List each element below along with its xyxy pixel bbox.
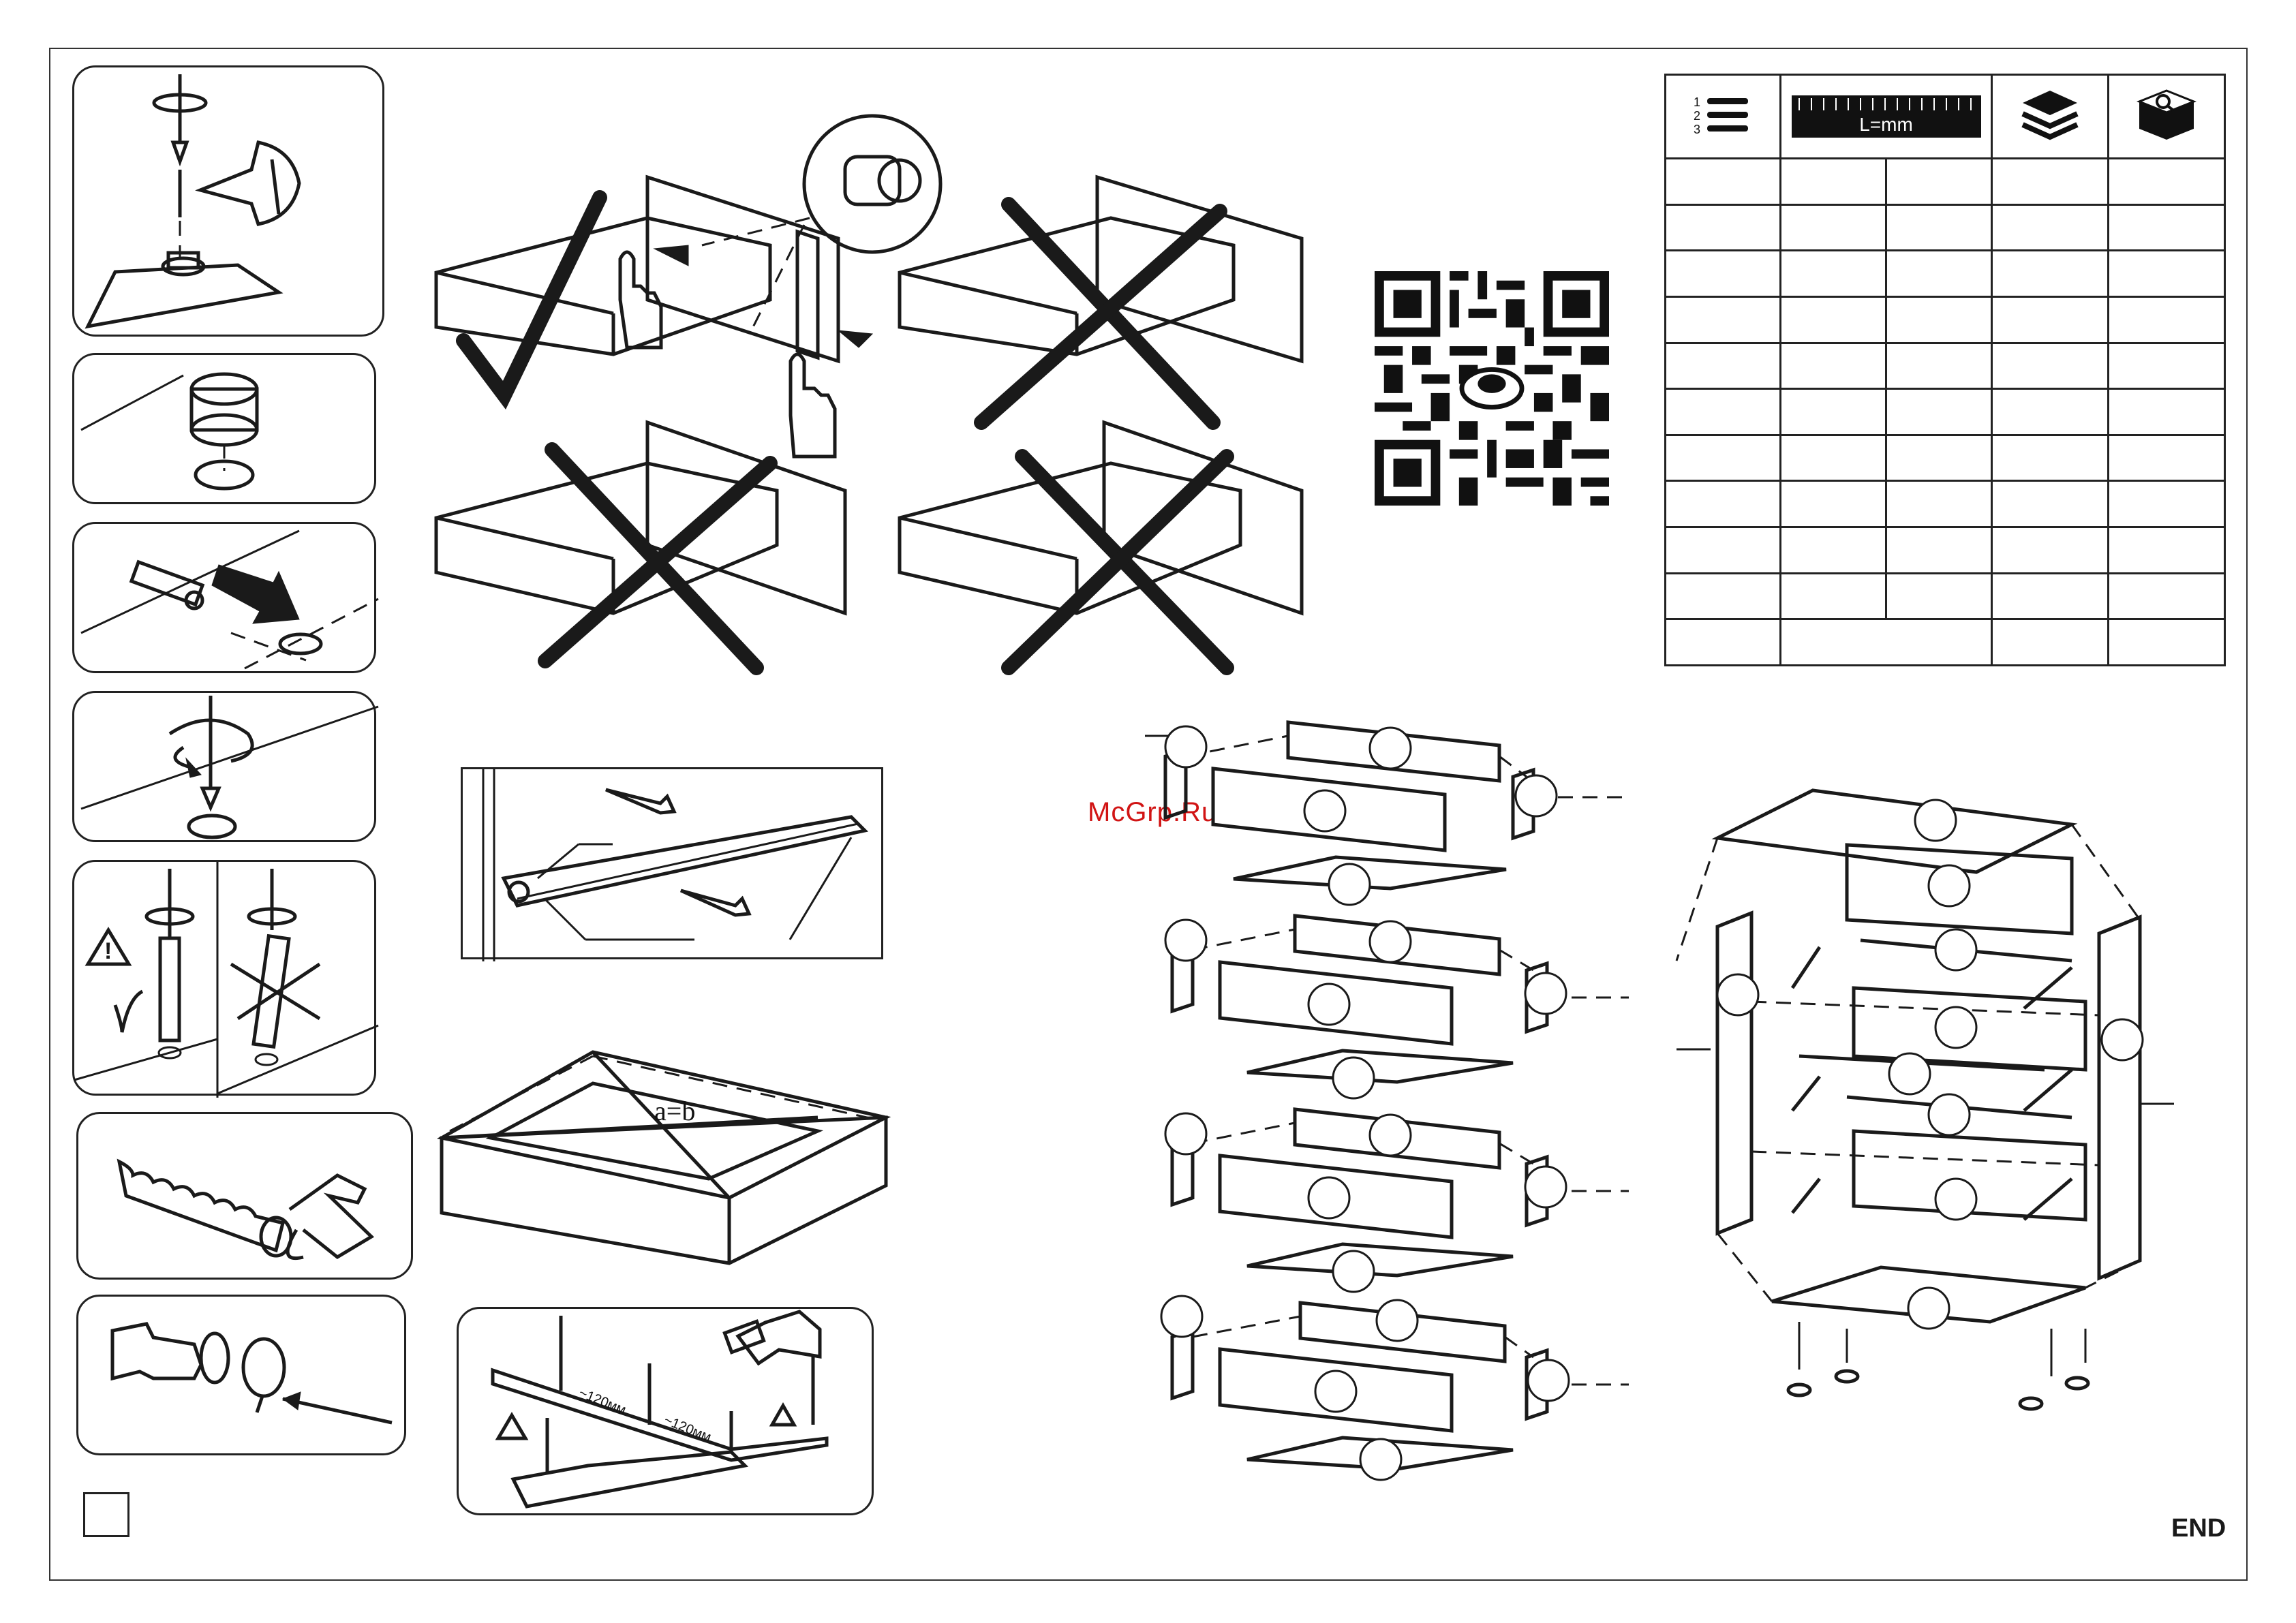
- svg-text:2: 2: [1694, 109, 1700, 123]
- package-search-icon: [2109, 75, 2225, 159]
- qr-code-icon: [1374, 271, 1610, 506]
- parts-table: 1 2 3 L=mm: [1664, 74, 2226, 666]
- wrong-drawer-2: [436, 422, 845, 668]
- step-dowel-panel: [76, 1295, 406, 1455]
- drawer-rail-icon: [463, 769, 885, 961]
- nailing-panel: ~120мм ~120мм: [457, 1307, 874, 1515]
- parts-table-header: 1 2 3 L=mm: [1666, 75, 2225, 159]
- parts-table-row: [1666, 481, 2225, 527]
- parts-table-row: [1666, 435, 2225, 481]
- step-cam-screw-panel: [72, 65, 384, 337]
- cam-orientation-diagram: [436, 109, 1322, 695]
- drawer-exploded-2: [1165, 916, 1629, 1098]
- numbered-list-icon: 1 2 3: [1666, 75, 1781, 159]
- layers-icon: [1992, 75, 2109, 159]
- parts-table-row: [1666, 343, 2225, 389]
- parts-table-row: [1666, 573, 2225, 619]
- allen-key-screw-icon: [78, 1114, 415, 1282]
- svg-text:!: !: [104, 938, 112, 964]
- drawer-exploded-3: [1165, 1109, 1629, 1292]
- parts-table-row: [1666, 204, 2225, 251]
- parts-table-row: [1666, 296, 2225, 343]
- wrong-drawer-3: [900, 422, 1302, 668]
- checkmark-icon: [463, 198, 600, 395]
- step-screwdriver-panel: [72, 691, 376, 842]
- end-label: END: [2171, 1514, 2226, 1543]
- page-number-box: [83, 1492, 129, 1537]
- step-warning-panel: !: [72, 860, 376, 1096]
- nailing-hammer-icon: ~120мм ~120мм: [459, 1309, 876, 1517]
- diagonal-equal-label: a=b: [654, 1096, 695, 1126]
- step-allen-key-panel: [76, 1112, 413, 1280]
- wrong-drawer-1: [900, 177, 1302, 422]
- cam-lock-icon: [74, 355, 378, 506]
- square-check-diagram: a=b: [436, 1036, 900, 1267]
- parts-table-row: [1666, 527, 2225, 574]
- drawer-rail-panel: [461, 767, 883, 959]
- parts-table-row: [1666, 159, 2225, 205]
- drawer-exploded-4: [1161, 1296, 1629, 1480]
- parts-table-row: [1666, 389, 2225, 435]
- parts-table-row: [1666, 251, 2225, 297]
- cam-bolt-insert-icon: [74, 524, 378, 675]
- correct-drawer-icon: [436, 177, 838, 361]
- step-cam-bolt-panel: [72, 522, 376, 673]
- rotate-screwdriver-icon: [74, 693, 378, 844]
- ruler-icon: L=mm: [1781, 75, 1992, 159]
- drawer-exploded-views: [1145, 715, 1636, 1533]
- ruler-label: L=mm: [1859, 114, 1913, 135]
- dowel-cap-icon: [78, 1297, 408, 1457]
- screwdriver-screw-icon: [74, 67, 386, 339]
- parts-table-row: [1666, 619, 2225, 666]
- magnifier-cam-icon: [702, 116, 940, 334]
- step-cam-lock-panel: [72, 353, 376, 504]
- svg-text:3: 3: [1694, 123, 1700, 136]
- drawer-exploded-1: [1145, 722, 1622, 905]
- svg-text:1: 1: [1694, 95, 1700, 109]
- warning-screwdriver-icon: !: [74, 862, 378, 1098]
- carcass-exploded-view: [1663, 784, 2181, 1479]
